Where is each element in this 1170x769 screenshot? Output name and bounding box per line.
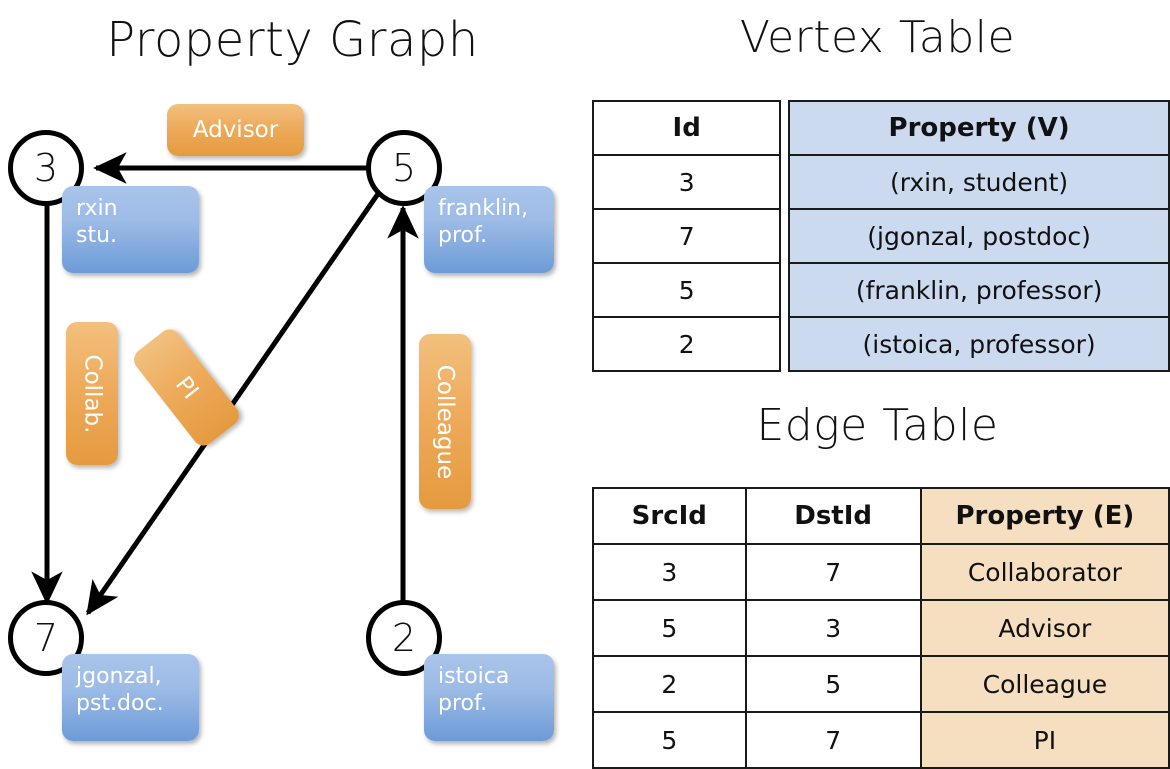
graph-edges-svg [31,152,419,616]
edge-callout-colleague-label: Colleague [432,364,459,479]
edge-callout-collab-label: Collab. [79,354,106,433]
edge-row-1-src: 5 [592,599,747,657]
edge-table-header-row: SrcId DstId Property (E) [592,487,1170,545]
edge-row-0-src: 3 [592,543,747,601]
vertex-callout-istoica-line1: istoica [438,664,510,689]
table-row[interactable]: 5 7 PI [592,711,1170,769]
vertex-table-header-row: Id Property (V) [591,100,1170,156]
table-row[interactable]: 3 (rxin, student) [591,154,1170,210]
vertex-callout-rxin-line2: stu. [76,222,118,248]
vertex-callout-rxin-line1: rxin [76,196,118,221]
vertex-callout-franklin-line2: prof. [438,222,488,248]
edge-row-2-dst: 5 [744,655,922,713]
page-title-edge-table: Edge Table [756,400,999,451]
vertex-row-0-id: 3 [591,154,782,210]
vertex-callout-jgonzal-line1: jgonzal, [76,664,162,689]
edge-row-1-dst: 3 [744,599,922,657]
vertex-callout-istoica-line2: prof. [438,690,488,716]
table-row[interactable]: 2 (istoica, professor) [591,316,1170,372]
table-row[interactable]: 3 7 Collaborator [592,543,1170,601]
edge-row-0-property: Collaborator [919,543,1170,601]
graph-node-7-label: 7 [33,616,59,660]
vertex-row-3-id: 2 [591,316,782,372]
edge-table-header-dstid: DstId [744,487,922,545]
table-row[interactable]: 7 (jgonzal, postdoc) [591,208,1170,264]
graph-node-2-label: 2 [391,616,417,660]
vertex-table-header-id: Id [591,100,782,156]
vertex-callout-jgonzal-line2: pst.doc. [76,690,164,716]
vertex-row-1-id: 7 [591,208,782,264]
edge-callout-pi-label: PI [169,371,204,404]
vertex-callout-istoica: istoica prof. [424,654,554,741]
edge-callout-advisor-label: Advisor [192,117,279,143]
vertex-table-header-property: Property (V) [788,100,1170,156]
graph-node-5-label: 5 [391,146,417,190]
edge-callout-colleague: Colleague [419,334,471,509]
edge-row-3-dst: 7 [744,711,922,769]
edge-table-header-srcid: SrcId [592,487,747,545]
vertex-table-column-gap [780,263,789,317]
vertex-table: Id Property (V) 3 (rxin, student) 7 (jgo… [591,100,1170,372]
vertex-table-column-gap [780,155,789,209]
vertex-callout-rxin: rxin stu. [62,186,199,273]
edge-table: SrcId DstId Property (E) 3 7 Collaborato… [592,487,1170,769]
page-title-property-graph: Property Graph [106,12,479,68]
vertex-table-column-gap [780,101,789,155]
vertex-callout-jgonzal: jgonzal, pst.doc. [62,654,199,741]
edge-row-3-property: PI [919,711,1170,769]
page-title-vertex-table: Vertex Table [739,12,1016,63]
table-row[interactable]: 2 5 Colleague [592,655,1170,713]
edge-table-header-property: Property (E) [919,487,1170,545]
vertex-row-1-property: (jgonzal, postdoc) [788,208,1170,264]
vertex-table-column-gap [780,209,789,263]
graph-node-3-label: 3 [33,146,59,190]
vertex-callout-franklin: franklin, prof. [424,186,554,273]
edge-row-0-dst: 7 [744,543,922,601]
vertex-table-column-gap [780,317,789,371]
property-graph-panel: Property Graph 3 5 7 2 rxin stu. frankli… [0,0,585,760]
graph-node-5[interactable]: 5 [366,130,442,206]
table-row[interactable]: 5 3 Advisor [592,599,1170,657]
vertex-row-0-property: (rxin, student) [788,154,1170,210]
edge-row-2-src: 2 [592,655,747,713]
edge-callout-advisor: Advisor [167,104,304,156]
vertex-row-2-id: 5 [591,262,782,318]
edge-row-2-property: Colleague [919,655,1170,713]
vertex-row-2-property: (franklin, professor) [788,262,1170,318]
graph-node-2[interactable]: 2 [366,600,442,676]
edge-pi-5-to-7 [85,186,385,616]
vertex-callout-franklin-line1: franklin, [438,196,529,221]
vertex-row-3-property: (istoica, professor) [788,316,1170,372]
edge-callout-collab: Collab. [66,322,118,465]
edge-row-3-src: 5 [592,711,747,769]
edge-row-1-property: Advisor [919,599,1170,657]
table-row[interactable]: 5 (franklin, professor) [591,262,1170,318]
